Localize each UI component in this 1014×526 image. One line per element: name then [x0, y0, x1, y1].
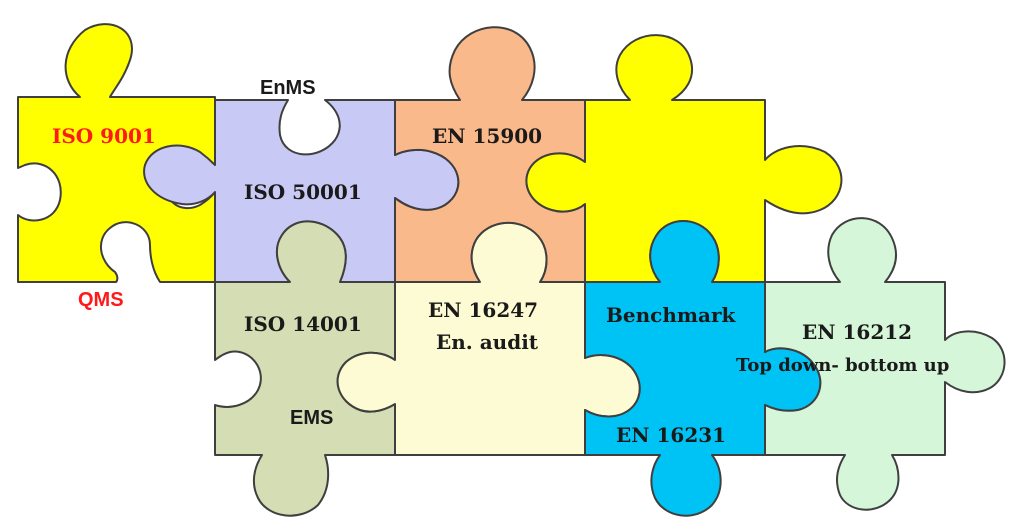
- en16212-title: EN 16212: [802, 320, 913, 344]
- en15900-title: EN 15900: [432, 124, 543, 148]
- puzzle-piece-yellow-right: [525, 34, 843, 283]
- iso14001-title: ISO 14001: [244, 312, 362, 336]
- iso50001-title: ISO 50001: [244, 180, 362, 204]
- en16247-subtitle: En. audit: [436, 330, 539, 354]
- iso9001-title: ISO 9001: [52, 124, 156, 148]
- iso9001-caption: QMS: [78, 289, 124, 311]
- en16231-title: EN 16231: [616, 423, 727, 447]
- en16247-title: EN 16247: [428, 298, 539, 322]
- en16231-caption: Benchmark: [606, 303, 736, 327]
- en16212-subtitle: Top down- bottom up: [736, 355, 950, 376]
- iso14001-caption: EMS: [290, 407, 334, 429]
- puzzle-piece-en16212: [764, 217, 1006, 511]
- iso50001-caption: EnMS: [260, 77, 316, 99]
